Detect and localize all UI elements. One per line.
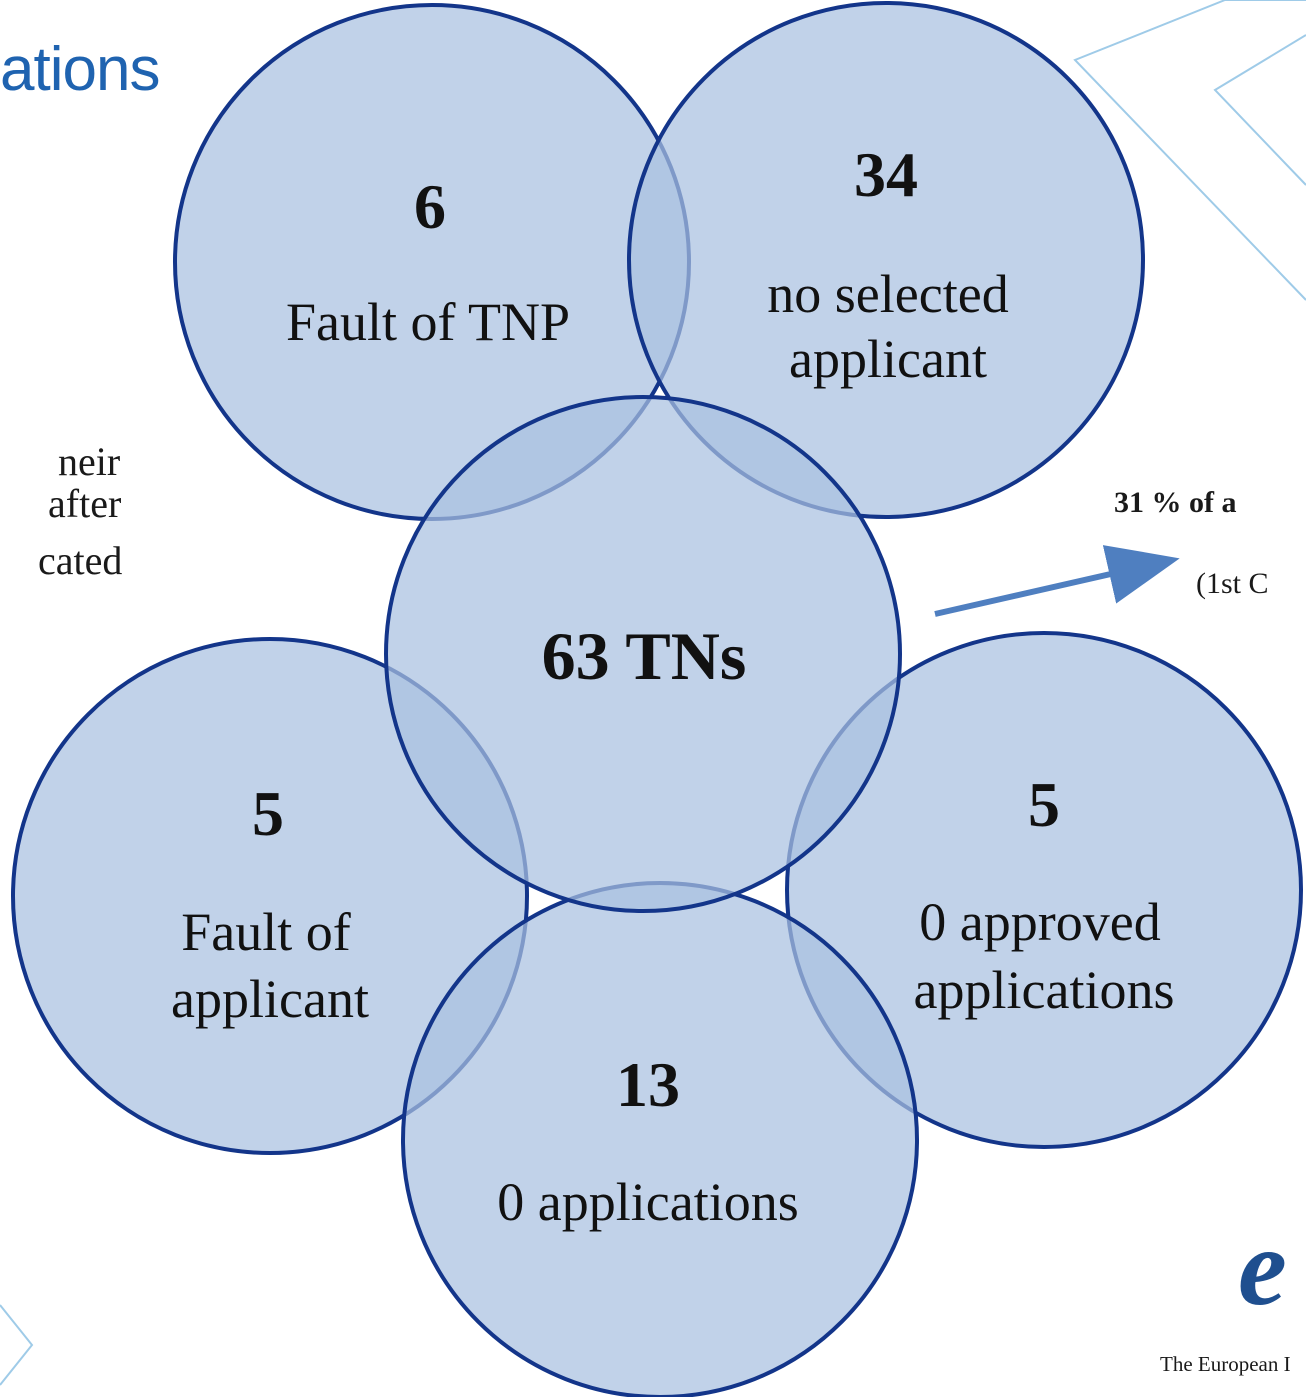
call-text: (1st C xyxy=(1196,567,1269,600)
slide-title: ations xyxy=(0,35,160,104)
fault-tnp-value: 6 xyxy=(414,171,446,242)
fault-tnp-label: Fault of TNP xyxy=(286,292,570,352)
logo-text: The European I xyxy=(1160,1352,1291,1376)
left-text-line-3: cated xyxy=(38,538,123,583)
zero-approved-label-line-2: applications xyxy=(914,960,1175,1020)
center-tns-label: 63 TNs xyxy=(542,618,747,694)
zero-approved-value: 5 xyxy=(1028,769,1060,840)
circle-fault-of-applicant xyxy=(11,637,529,1155)
circle-no-selected-applicant xyxy=(627,1,1145,519)
fault-applicant-label-line-1: Fault of xyxy=(181,902,351,962)
zero-approved-label-line-1: 0 approved xyxy=(919,892,1160,952)
fault-applicant-value: 5 xyxy=(252,778,284,849)
circle-center-tns xyxy=(384,395,902,913)
left-text-line-1: neir xyxy=(58,439,121,484)
zero-applications-value: 13 xyxy=(616,1049,680,1120)
left-text-line-2: after xyxy=(48,481,122,526)
fault-applicant-label-line-2: applicant xyxy=(171,969,369,1029)
circle-zero-applications xyxy=(401,881,919,1397)
no-selected-value: 34 xyxy=(854,139,918,210)
arrow-icon xyxy=(934,545,1180,617)
no-selected-label-line-2: applicant xyxy=(789,329,987,389)
circle-zero-approved-applications xyxy=(785,631,1303,1149)
logo-e-icon: e xyxy=(1238,1206,1287,1328)
no-selected-label-line-1: no selected xyxy=(767,264,1008,324)
zero-applications-label: 0 applications xyxy=(497,1172,798,1232)
percentage-text: 31 % of a xyxy=(1114,486,1237,519)
